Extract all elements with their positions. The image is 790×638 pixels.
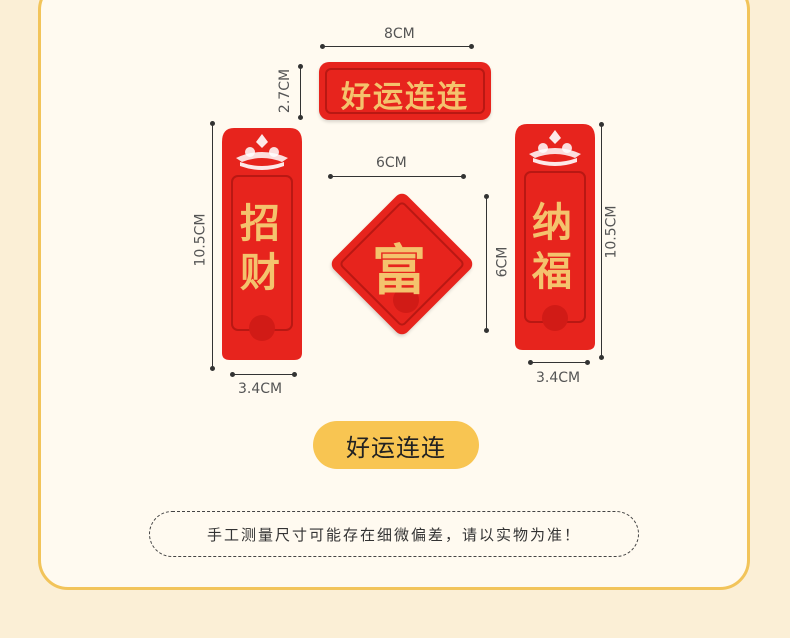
right-plaque <box>515 124 595 350</box>
right-plaque-char-2: 福 <box>532 248 572 295</box>
right-width-label: 3.4CM <box>536 370 581 386</box>
left-plaque <box>222 128 302 360</box>
right-height-line <box>601 125 602 359</box>
top-width-label: 8CM <box>384 26 415 42</box>
center-height-line <box>486 196 487 330</box>
center-width-line <box>330 176 464 177</box>
product-name-badge: 好运连连 <box>313 421 479 469</box>
top-height-line <box>300 66 301 118</box>
left-plaque-char-1: 招 <box>240 200 280 247</box>
right-height-label: 10.5CM <box>603 205 620 259</box>
left-plaque-char-2: 财 <box>240 249 280 296</box>
right-plaque-char-1: 纳 <box>532 199 572 246</box>
center-height-label: 6CM <box>494 246 511 278</box>
top-height-label: 2.7CM <box>277 68 294 114</box>
left-height-label: 10.5CM <box>192 213 209 267</box>
center-plaque-char: 富 <box>372 238 426 302</box>
left-height-line <box>212 124 213 370</box>
left-width-label: 3.4CM <box>238 381 283 397</box>
top-plaque: 好运连连 <box>319 62 491 120</box>
left-width-line <box>232 374 296 375</box>
top-width-line <box>322 46 472 47</box>
center-plaque-knob <box>393 287 419 313</box>
measurement-note: 手工测量尺寸可能存在细微偏差，请以实物为准！ <box>149 511 639 557</box>
top-plaque-text: 好运连连 <box>341 80 469 115</box>
right-width-line <box>530 362 588 363</box>
center-width-label: 6CM <box>376 155 407 171</box>
